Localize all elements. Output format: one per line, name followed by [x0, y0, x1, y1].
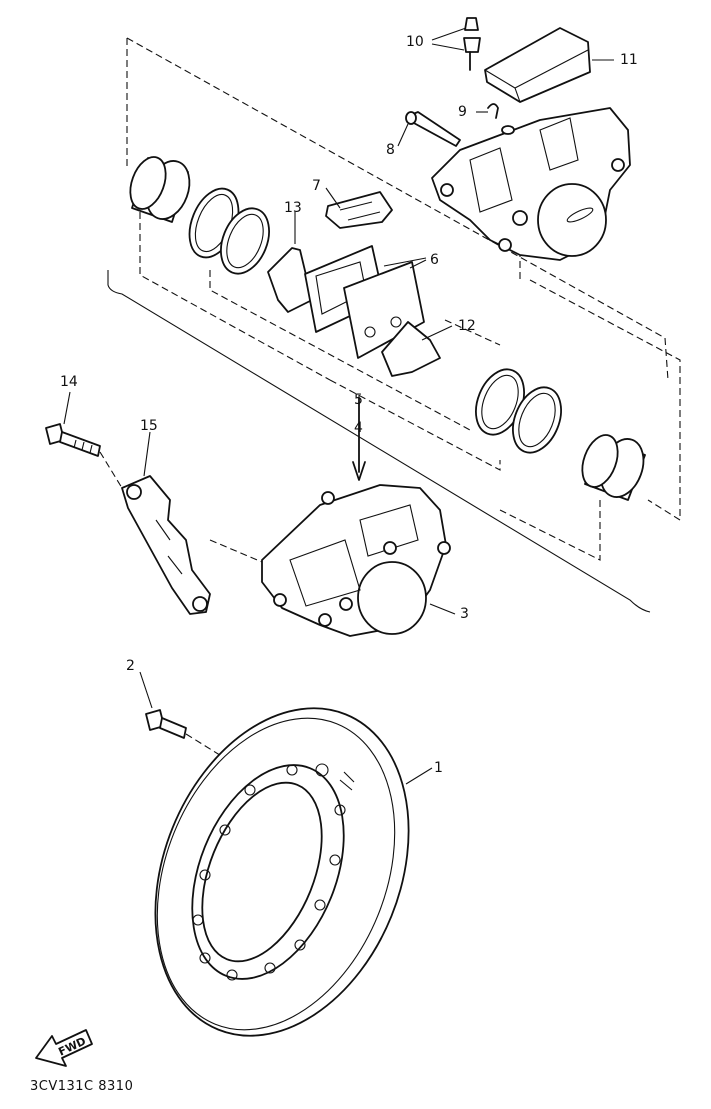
- assembly-arrow: [352, 397, 366, 481]
- callout-4: 4: [354, 420, 363, 436]
- piston-upper: [129, 156, 191, 223]
- exploded-frame: [107, 37, 681, 613]
- callout-13: 13: [284, 200, 302, 216]
- callout-14: 14: [60, 374, 78, 390]
- pad-clip: [487, 103, 499, 119]
- callout-2: 2: [126, 658, 135, 674]
- callout-15: 15: [140, 418, 158, 434]
- callout-8: 8: [386, 142, 395, 158]
- callout-7: 7: [312, 178, 321, 194]
- caliper-bracket: [121, 475, 211, 615]
- callout-6: 6: [430, 252, 439, 268]
- caliper-assembly: [261, 484, 451, 637]
- callout-11: 11: [620, 52, 638, 68]
- callout-12: 12: [458, 318, 476, 334]
- callout-10: 10: [406, 34, 424, 50]
- brake-disc: [154, 707, 410, 1037]
- pad-pin: [405, 111, 461, 147]
- piston-lower: [581, 434, 646, 501]
- leader-lines: [63, 27, 614, 785]
- pad-cover: [484, 27, 591, 103]
- callout-9: 9: [458, 104, 467, 120]
- piston-seals-lower: [475, 368, 562, 454]
- drawing-code: 3CV131C 8310: [30, 1079, 133, 1094]
- pad-shim-right: [381, 321, 441, 377]
- bleed-screw: [463, 17, 481, 71]
- callout-3: 3: [460, 606, 469, 622]
- callouts: 1 2 3 4 5 6 7 8 9 10 11 12 13 14 15: [60, 34, 638, 776]
- piston-seals-upper: [188, 187, 270, 275]
- callout-5: 5: [354, 392, 363, 408]
- leader-15-caliper: [209, 539, 263, 563]
- pad-spring: [325, 191, 393, 229]
- fwd-arrow-icon: FWD: [35, 1029, 93, 1067]
- bracket-bolt: [45, 423, 123, 489]
- callout-1: 1: [434, 760, 443, 776]
- caliper-exploded: [431, 107, 631, 261]
- brake-pads: [304, 245, 425, 359]
